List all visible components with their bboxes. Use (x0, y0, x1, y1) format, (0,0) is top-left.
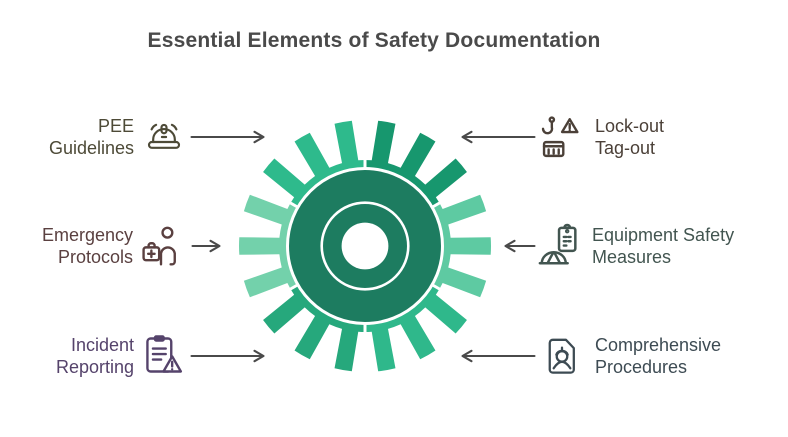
label-lockout-tagout: Lock-out Tag-out (595, 116, 665, 158)
label-incident-reporting: Incident Reporting (55, 335, 134, 377)
gear-segment-top-left (239, 120, 366, 246)
arrow-left-equipment (504, 239, 536, 253)
gear-segment-bottom-right (365, 246, 491, 372)
label-pee-guidelines: PEE Guidelines (48, 116, 134, 158)
gear-svg (239, 119, 491, 373)
helmet-document-icon (537, 223, 583, 271)
hard-hat-alert-icon (144, 116, 184, 153)
gear-center-hole (341, 222, 389, 270)
gear-hub-ring (320, 201, 410, 291)
gear-segment-bottom-left (239, 246, 366, 372)
clipboard-warning-icon (141, 331, 185, 379)
gear-segment-top-right (365, 120, 491, 246)
crane-hook-warning-icon (539, 114, 583, 162)
page-title: Essential Elements of Safety Documentati… (147, 29, 601, 52)
first-aid-person-icon (139, 223, 183, 269)
arrow-left-lockout (461, 130, 536, 144)
arrow-right-pee (190, 130, 265, 144)
arrow-left-comprehensive (461, 349, 536, 363)
label-equipment-safety: Equipment Safety Measures (592, 225, 735, 267)
arrow-right-emergency (191, 239, 221, 253)
arrow-right-incident (190, 349, 265, 363)
label-emergency-protocols: Emergency Protocols (41, 225, 133, 267)
label-comprehensive-procedures: Comprehensive Procedures (595, 335, 722, 377)
worker-badge-icon (541, 332, 583, 380)
